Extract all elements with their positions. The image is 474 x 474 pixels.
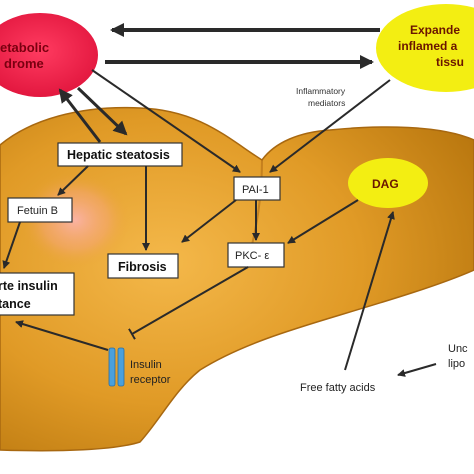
metabolic-syndrome-label-1: etabolic xyxy=(0,40,49,55)
arrow-ffa-to-dag xyxy=(344,211,395,371)
adipose-tissue-label-2: inflamed a xyxy=(398,39,458,53)
inflammatory-mediators-label-2: mediators xyxy=(308,98,345,108)
inflammatory-mediators-label-1: Inflammatory xyxy=(296,86,346,96)
metabolic-syndrome-label-2: drome xyxy=(4,56,44,71)
arrow-lipolysis-to-ffa xyxy=(397,363,437,377)
fibrosis-label: Fibrosis xyxy=(118,260,167,274)
arrow-pai1-to-fibrosis xyxy=(181,199,237,243)
hepatic-steatosis-box xyxy=(57,142,183,167)
pkc-epsilon-label: PKC- ε xyxy=(235,250,269,262)
hepatic-steatosis-label: Hepatic steatosis xyxy=(67,148,170,162)
arrow-steatosis-to-fetuin xyxy=(57,165,89,196)
insulin-resistance-label-2: tance xyxy=(0,297,31,311)
fetuin-b-box xyxy=(7,197,73,223)
liver-highlight xyxy=(20,172,130,268)
arrow-metabolic-to-steatosis xyxy=(76,86,128,136)
pai1-label: PAI-1 xyxy=(242,184,269,196)
lipolysis-label-1: Unc xyxy=(448,343,468,355)
metabolic-syndrome-node xyxy=(0,13,98,97)
insulin-receptor-label-1: Insulin xyxy=(130,359,162,371)
arrow-adipose-to-pai1 xyxy=(269,79,391,173)
insulin-receptor-label-2: receptor xyxy=(130,374,171,386)
insulin-receptor-icon xyxy=(108,347,125,387)
lipolysis-label-2: lipo xyxy=(448,358,465,370)
free-fatty-acids-label: Free fatty acids xyxy=(300,382,376,394)
dag-label: DAG xyxy=(372,177,399,191)
fibrosis-box xyxy=(107,253,179,279)
arrow-steatosis-to-metabolic xyxy=(58,88,102,143)
arrow-receptor-to-resistance xyxy=(15,320,109,351)
fetuin-b-label: Fetuin B xyxy=(17,205,58,217)
arrow-fetuin-to-resistance xyxy=(2,221,21,269)
adipose-tissue-label-1: Expande xyxy=(410,23,460,37)
insulin-resistance-label-1: rte insulin xyxy=(0,279,58,293)
arrow-metabolic-to-pai1 xyxy=(91,69,241,173)
adipose-tissue-node xyxy=(376,4,474,92)
adipose-tissue-label-3: tissu xyxy=(436,55,464,69)
dag-node xyxy=(348,158,428,208)
arrow-dag-to-pkc xyxy=(287,199,359,244)
pkc-epsilon-box xyxy=(227,242,285,268)
insulin-resistance-box xyxy=(0,272,75,316)
inhibit-pkc-to-receptor xyxy=(128,266,249,340)
